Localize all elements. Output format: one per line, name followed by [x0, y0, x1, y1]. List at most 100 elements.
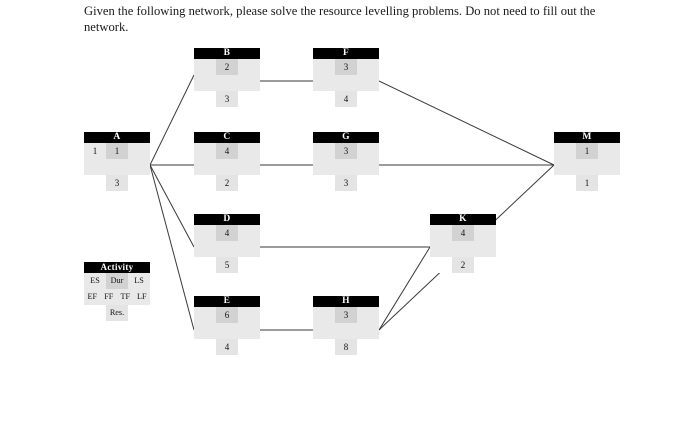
- activity-node-c-cell-blank1: [194, 175, 216, 191]
- activity-node-a-cell-es: 1: [84, 143, 106, 159]
- activity-node-c-title: C: [194, 132, 260, 143]
- activity-node-d-cell-ls: [238, 225, 260, 241]
- activity-node-c-cell-ff: [216, 159, 238, 175]
- activity-node-a-cell-ls: [128, 143, 150, 159]
- activity-node-m-cell-ls: [598, 143, 620, 159]
- activity-node-g-cell-res: 3: [335, 175, 357, 191]
- edge-a-to-b: [149, 74, 195, 166]
- activity-node-b-cell-blank2: [238, 91, 260, 107]
- edge-a-to-d: [149, 164, 195, 248]
- activity-node-g-title: G: [313, 132, 379, 143]
- activity-node-h-cell-res: 8: [335, 339, 357, 355]
- legend-blank-right: [128, 305, 150, 321]
- activity-node-h-cell-es: [313, 307, 335, 323]
- activity-node-f-cell-dur: 3: [335, 59, 357, 75]
- activity-node-g-cell-ls: [357, 143, 379, 159]
- activity-node-f-title: F: [313, 48, 379, 59]
- activity-node-b-title: B: [194, 48, 260, 59]
- activity-node-d-cell-res: 5: [216, 257, 238, 273]
- activity-node-k-cell-ff: [452, 241, 474, 257]
- activity-node-g-cell-ef: [313, 159, 335, 175]
- activity-node-g-cell-dur: 3: [335, 143, 357, 159]
- activity-node-c-cell-dur: 4: [216, 143, 238, 159]
- activity-node-m-cell-blank2: [598, 175, 620, 191]
- activity-node-e-cell-blank2: [238, 339, 260, 355]
- activity-node-a-cell-ef: [84, 159, 106, 175]
- activity-node-a-cell-res: 3: [106, 175, 128, 191]
- activity-node-g-cell-ff: [335, 159, 357, 175]
- activity-node-a-cell-ff: [106, 159, 128, 175]
- legend-dur: Dur: [106, 273, 128, 289]
- activity-node-g-cell-es: [313, 143, 335, 159]
- activity-node-b-cell-ff: [216, 75, 238, 91]
- activity-node-h-cell-blank2: [357, 339, 379, 355]
- legend-title: Activity: [84, 262, 150, 273]
- activity-node-c-cell-res: 2: [216, 175, 238, 191]
- legend-ff: FF: [104, 292, 114, 301]
- activity-node-e-cell-es: [194, 307, 216, 323]
- activity-node-d-cell-blank2: [238, 257, 260, 273]
- activity-node-k-cell-blank1: [430, 257, 452, 273]
- activity-node-k-cell-tf: [474, 241, 496, 257]
- activity-node-d-cell-dur: 4: [216, 225, 238, 241]
- legend-ls: LS: [128, 273, 150, 289]
- activity-node-k-cell-ef: [430, 241, 452, 257]
- activity-node-b-cell-blank1: [194, 91, 216, 107]
- activity-node-m-cell-ef: [554, 159, 576, 175]
- activity-node-m-cell-ff: [576, 159, 598, 175]
- activity-node-g-cell-blank1: [313, 175, 335, 191]
- activity-node-d-title: D: [194, 214, 260, 225]
- activity-node-b-cell-ls: [238, 59, 260, 75]
- activity-node-d-cell-ef: [194, 241, 216, 257]
- problem-statement: Given the following network, please solv…: [84, 4, 596, 34]
- activity-node-h-cell-ff: [335, 323, 357, 339]
- activity-node-h-cell-tf: [357, 323, 379, 339]
- activity-node-e-cell-tf: [238, 323, 260, 339]
- activity-node-g-cell-tf: [357, 159, 379, 175]
- activity-node-m-cell-blank1: [554, 175, 576, 191]
- activity-node-k-cell-es: [430, 225, 452, 241]
- activity-node-a-cell-blank2: [128, 175, 150, 191]
- activity-node-a-cell-blank1: [84, 175, 106, 191]
- activity-node-c-cell-blank2: [238, 175, 260, 191]
- activity-node-d-cell-blank1: [194, 257, 216, 273]
- activity-node-m-cell-tf: [598, 159, 620, 175]
- activity-node-f-cell-blank1: [313, 91, 335, 107]
- activity-node-m-cell-es: [554, 143, 576, 159]
- activity-node-m-cell-dur: 1: [576, 143, 598, 159]
- activity-node-b-cell-dur: 2: [216, 59, 238, 75]
- activity-node-e-cell-dur: 6: [216, 307, 238, 323]
- legend-tf: TF: [120, 292, 131, 301]
- activity-node-c-cell-es: [194, 143, 216, 159]
- legend-blank-left: [84, 305, 106, 321]
- activity-node-d-cell-es: [194, 225, 216, 241]
- activity-node-b-cell-res: 3: [216, 91, 238, 107]
- activity-node-f-cell-res: 4: [335, 91, 357, 107]
- legend-ef: EF: [87, 292, 98, 301]
- activity-node-m-title: M: [554, 132, 620, 143]
- activity-node-f-cell-ls: [357, 59, 379, 75]
- activity-node-b-cell-es: [194, 59, 216, 75]
- activity-node-h-cell-dur: 3: [335, 307, 357, 323]
- activity-node-k-title: K: [430, 214, 496, 225]
- legend-middle-row: EF FF TF LF: [84, 289, 150, 305]
- legend-lf: LF: [136, 292, 147, 301]
- activity-node-e-cell-ff: [216, 323, 238, 339]
- activity-node-m-cell-res: 1: [576, 175, 598, 191]
- edge-a-to-e: [149, 164, 195, 331]
- activity-node-f-cell-tf: [357, 75, 379, 91]
- legend-es: ES: [84, 273, 106, 289]
- activity-node-h-cell-ls: [357, 307, 379, 323]
- edge-k-to-m: [378, 246, 431, 331]
- activity-node-e-cell-ls: [238, 307, 260, 323]
- activity-node-f-cell-ff: [335, 75, 357, 91]
- activity-node-e-cell-ef: [194, 323, 216, 339]
- activity-node-k-cell-blank2: [474, 257, 496, 273]
